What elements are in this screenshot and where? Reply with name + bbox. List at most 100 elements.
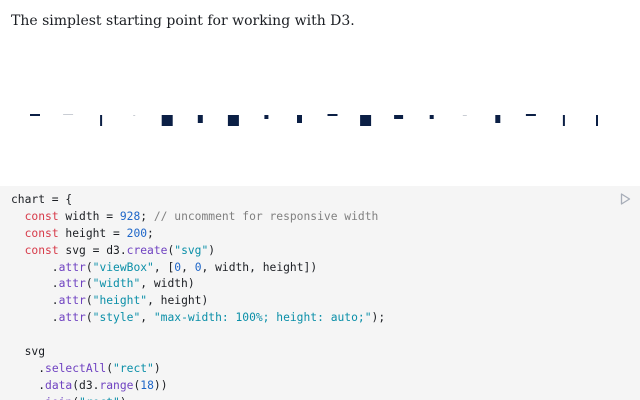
code-token: attr [58,260,86,274]
code-token: , [181,260,195,274]
code-token: , [140,311,154,325]
code-token: 0 [194,260,202,274]
code-token: , height) [147,294,209,308]
code-token: , width) [140,277,195,291]
code-token: create [126,243,168,257]
code-token: chart = { [11,193,73,206]
code-token: ( [85,260,93,274]
code-line: .selectAll("rect") [11,361,640,378]
code-token: "rect" [79,396,120,400]
code-token: attr [58,294,86,308]
code-cell[interactable]: chart = { const width = 928; // uncommen… [0,186,640,400]
code-token [11,244,25,257]
code-token: ( [133,378,141,392]
rect-mark [63,114,74,115]
rect-mark [562,115,565,126]
code-token: height = [65,226,127,240]
code-token: "height" [92,294,148,308]
code-token: svg = d3. [65,243,127,257]
code-token: svg [11,345,46,359]
play-outline-icon [620,193,630,205]
code-token: ( [167,243,175,257]
code-token: (d3. [72,378,100,392]
rect-mark [495,115,501,123]
code-token: const [24,209,66,223]
code-line: .attr("style", "max-width: 100%; height:… [11,310,640,327]
code-line: chart = { [11,192,640,209]
code-token: ( [106,361,114,375]
code-token: 18 [140,378,154,392]
code-token: )) [153,378,168,392]
code-token: . [11,311,59,325]
rect-mark [596,115,598,126]
code-token [11,210,25,223]
intro-text: The simplest starting point for working … [11,13,355,29]
code-editor[interactable]: chart = { const width = 928; // uncommen… [0,186,640,400]
rect-mark [327,114,338,116]
code-token: . [11,378,46,392]
code-token: "style" [92,311,141,325]
code-token: . [11,277,59,291]
code-line [11,327,640,344]
code-token: "svg" [174,243,209,257]
code-token: ( [85,277,93,291]
code-line: .join("rect") [11,395,640,400]
code-token: const [24,226,66,240]
code-token: attr [58,277,86,291]
code-token: ( [85,311,93,325]
code-token: ) [208,243,216,257]
code-token: // uncomment for responsive width [153,209,379,223]
rect-mark [227,115,239,126]
code-token: data [45,378,73,392]
rect-output [0,98,640,138]
code-token: "rect" [113,361,154,375]
code-token: , width, height]) [201,260,318,274]
run-cell-button[interactable] [618,192,632,206]
code-token: . [11,396,45,400]
code-token: ; [147,226,154,240]
code-token: join [45,396,72,400]
code-token: . [11,361,46,375]
code-token: 0 [174,260,182,274]
code-token: "width" [92,277,141,291]
rect-mark [297,115,302,123]
rect-mark [394,115,404,119]
code-token: ( [72,396,79,400]
code-token: . [11,294,59,308]
code-token: , [ [153,260,175,274]
rect-mark [133,115,136,116]
rect-output-svg [30,114,598,126]
rect-mark [197,115,203,123]
code-line: .attr("width", width) [11,276,640,293]
code-token: attr [58,311,86,325]
code-token: 200 [126,226,148,240]
code-token: "max-width: 100%; height: auto;" [153,311,372,325]
code-token: selectAll [45,361,107,375]
code-line: .attr("viewBox", [0, 0, width, height]) [11,260,640,277]
code-token: . [11,260,59,274]
rect-mark [264,115,269,119]
code-token: ) [153,361,161,375]
code-token: ; [140,209,154,223]
code-line: svg [11,344,640,361]
code-line: .attr("height", height) [11,293,640,310]
rect-mark [360,115,372,126]
code-token [11,227,25,240]
code-token: "viewBox" [92,260,154,274]
code-token: ( [85,294,93,308]
code-token: 928 [119,209,141,223]
code-token: range [99,378,134,392]
rect-mark [100,115,103,126]
code-token: width = [65,209,120,223]
rect-mark [161,115,173,126]
code-token: ); [371,311,386,325]
rect-mark [429,115,434,119]
code-token: ) [120,396,127,400]
code-line: const height = 200; [11,226,640,243]
rect-mark [30,114,40,116]
code-line: .data(d3.range(18)) [11,378,640,395]
code-line: const width = 928; // uncomment for resp… [11,209,640,226]
code-line: const svg = d3.create("svg") [11,243,640,260]
rect-mark [462,115,467,116]
rect-mark [525,114,536,116]
